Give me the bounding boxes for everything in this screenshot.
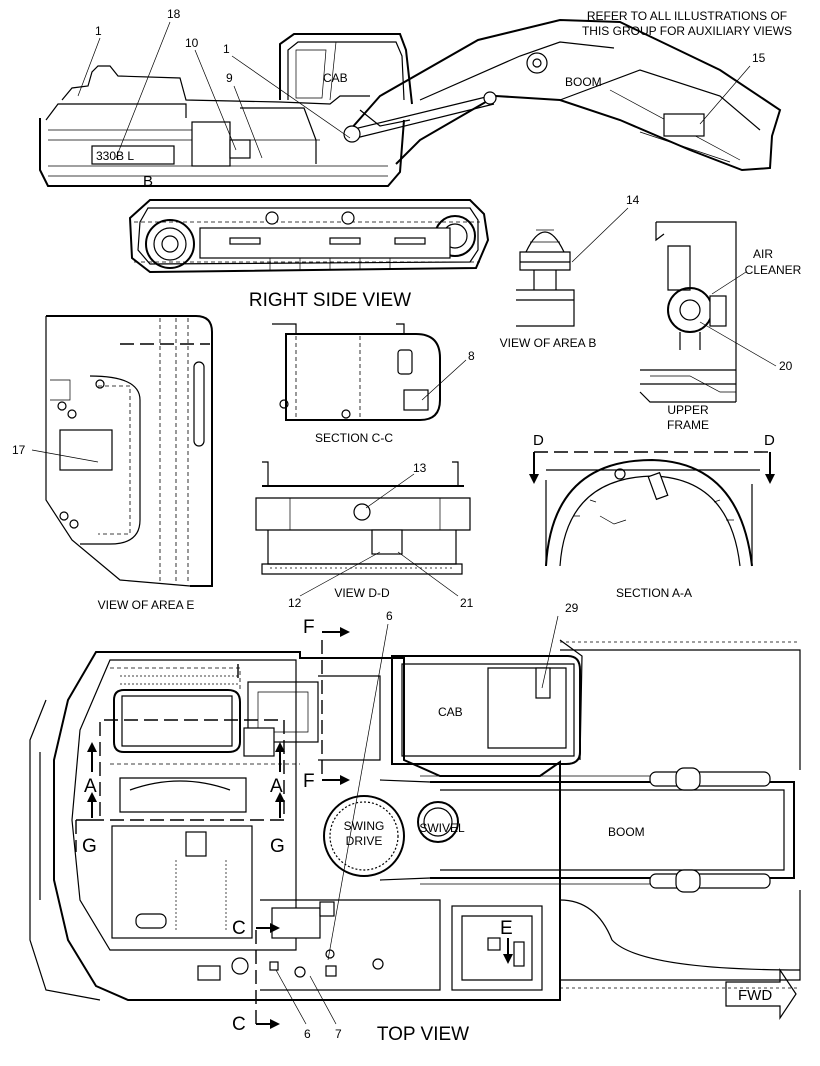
- boom-label-top: BOOM: [608, 825, 645, 839]
- title-right-side-view: RIGHT SIDE VIEW: [249, 290, 411, 311]
- fwd-arrow-icon: FWD: [725, 968, 797, 1020]
- section-letter-g-left: G: [82, 836, 97, 857]
- fwd-label: FWD: [738, 987, 772, 1004]
- title-view-dd: VIEW D-D: [334, 586, 390, 600]
- view-area-b: [516, 229, 575, 327]
- view-area-e: [45, 315, 213, 587]
- callout-10: 10: [185, 36, 199, 50]
- section-letter-d-right: D: [764, 432, 775, 449]
- cleaner-label: CLEANER: [745, 263, 802, 277]
- cab-label-side: CAB: [323, 71, 348, 85]
- callout-17: 17: [12, 443, 26, 457]
- callout-20: 20: [779, 359, 793, 373]
- callout-12: 12: [288, 596, 302, 610]
- header-note-line1: REFER TO ALL ILLUSTRATIONS OF: [587, 9, 787, 23]
- section-letter-c-top: C: [232, 918, 246, 939]
- callout-9: 9: [226, 71, 233, 85]
- callout-1-top: 1: [95, 24, 102, 38]
- section-letter-b: B: [143, 173, 153, 190]
- callout-15: 15: [752, 51, 766, 65]
- callout-14: 14: [626, 193, 640, 207]
- swivel-label: SWIVEL: [419, 821, 465, 835]
- section-letter-a-right: A: [270, 776, 283, 797]
- callout-21: 21: [460, 596, 474, 610]
- top-view-section-markers: F F A A G G C C E: [82, 617, 513, 1035]
- callout-6-top: 6: [386, 609, 393, 623]
- callout-7: 7: [335, 1027, 342, 1041]
- callout-1-mid: 1: [223, 42, 230, 56]
- section-letter-f-bottom: F: [303, 771, 315, 792]
- section-a-a: D D: [529, 432, 775, 567]
- top-view: SWING DRIVE SWIVEL CAB BOOM: [29, 639, 801, 1026]
- section-letter-c-bottom: C: [232, 1014, 246, 1035]
- model-label: 330B L: [96, 149, 134, 163]
- section-letter-e: E: [500, 918, 513, 939]
- title-section-aa: SECTION A-A: [616, 586, 692, 600]
- callout-29: 29: [565, 601, 579, 615]
- upper-label: UPPER: [667, 403, 709, 417]
- section-letter-a-left: A: [84, 776, 97, 797]
- view-d-d: [255, 461, 471, 575]
- boom-label-side: BOOM: [565, 75, 602, 89]
- cab-label-top: CAB: [438, 705, 463, 719]
- callout-13: 13: [413, 461, 427, 475]
- header-note-line2: THIS GROUP FOR AUXILIARY VIEWS: [582, 24, 792, 38]
- section-letter-g-right: G: [270, 836, 285, 857]
- callout-18: 18: [167, 7, 181, 21]
- section-c-c: [272, 323, 441, 421]
- right-side-view: 330B L CAB BOOM: [39, 18, 782, 274]
- callout-6-bottom: 6: [304, 1027, 311, 1041]
- title-view-area-b: VIEW OF AREA B: [500, 336, 597, 350]
- title-section-cc: SECTION C-C: [315, 431, 393, 445]
- section-letter-f-top: F: [303, 617, 315, 638]
- frame-label: FRAME: [667, 418, 709, 432]
- air-cleaner-view: AIR CLEANER 20 UPPER FRAME: [639, 221, 802, 432]
- title-view-area-e: VIEW OF AREA E: [98, 598, 195, 612]
- title-top-view: TOP VIEW: [377, 1024, 469, 1045]
- air-label: AIR: [753, 247, 773, 261]
- swing-label: SWING: [344, 819, 385, 833]
- drive-label: DRIVE: [346, 834, 383, 848]
- section-letter-d-left: D: [533, 432, 544, 449]
- callout-8: 8: [468, 349, 475, 363]
